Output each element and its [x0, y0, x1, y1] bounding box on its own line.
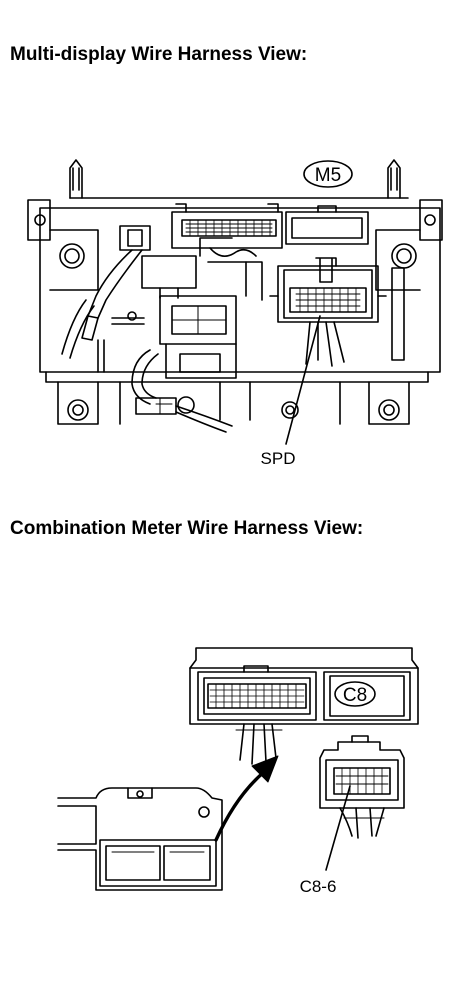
top-connector-strip [171, 203, 283, 257]
connector-m5-label: M5 [315, 165, 341, 186]
internal-harness-left [61, 225, 263, 379]
m5-connector-badge: M5 [303, 160, 353, 188]
c8-6-leader-line [325, 785, 351, 871]
meter-connector-c8: C8 [323, 671, 411, 721]
lower-harness [131, 349, 233, 433]
direction-arrow [214, 755, 279, 842]
left-harness-bracket [57, 787, 223, 891]
left-mounting-bracket [27, 159, 99, 291]
c8-mating-connector [319, 735, 405, 839]
spd-leader-line [285, 315, 321, 445]
multi-display-unit: M5 [27, 159, 443, 433]
combination-meter-heading: Combination Meter Wire Harness View: [10, 518, 364, 539]
top-right-connector [285, 205, 369, 245]
combination-meter-unit: C8 [189, 647, 419, 765]
meter-connector-left [197, 665, 317, 721]
c8-6-callout: C8-6 [300, 877, 337, 896]
multi-display-heading: Multi-display Wire Harness View: [10, 44, 308, 65]
right-mounting-bracket [375, 159, 443, 361]
spd-connector [269, 257, 387, 367]
spd-callout: SPD [261, 449, 296, 468]
bottom-bosses [57, 381, 410, 425]
connector-c8-label: C8 [343, 685, 367, 706]
